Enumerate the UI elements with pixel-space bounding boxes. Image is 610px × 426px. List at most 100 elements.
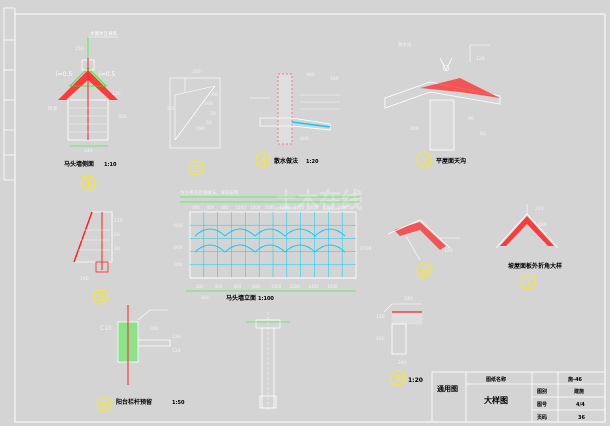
elevation-bottom-tick-label: 1400 [309,284,320,289]
detail-8-title: 阳台栏杆预留 [116,398,152,406]
title-block-drawing-no: 施-46 [567,376,583,383]
detail-3-label-d: 200 [410,126,419,132]
detail-8-label-c: 120 [172,334,181,340]
detail-9-number: 9 [395,374,401,385]
detail-3-label-e: 60 [480,131,486,137]
detail-1-label-e: 砖墙 [48,105,57,112]
detail-2-label-e: 180 [196,126,205,132]
detail-8-scale: 1:50 [172,400,185,406]
detail-2-label-d: 50 [210,111,216,117]
detail-1-number: 1 [85,179,91,190]
detail-3-number: 3 [421,156,427,167]
detail-1-label-h: 240 [84,148,93,154]
title-block-row3-label: 页码 [537,414,547,421]
detail-5-number: 5 [98,293,104,304]
detail-4-label-c: 400 [300,136,309,142]
detail-8-label-a: C10 [100,325,112,332]
detail-3-label-b: 120 [476,56,485,62]
elevation-top-tick-label: 1000 [337,205,348,210]
detail-2: 300 200 160 50 180 50 60 2 [167,69,221,176]
detail-2-label-f: 50 [206,120,212,126]
detail-9: 240 120 420 240 9 1:20 [376,296,423,386]
detail-1-label-a: 水墨纹瓦脊饰 [90,30,117,37]
title-block [431,371,606,423]
detail-4-scale: 1:20 [306,159,319,165]
elevation-bottom-tick-label: 1200 [290,284,301,289]
elevation-top-tick-label: 1000 [308,205,319,210]
detail-7-label-a: 240 [535,206,544,212]
detail-2-label-a: 300 [192,69,201,75]
detail-7-number: 7 [525,278,531,289]
detail-1: 水墨纹瓦脊饰 150 i=0.5 i=0.5 砖墙 120 350 240 马头… [48,30,127,191]
watermark-text: 土木在线 [275,188,363,214]
elevation-left-dim-2: 900 [174,245,183,251]
detail-8-label-d: 120 [172,348,181,354]
title-block-left-label: 通用图 [437,384,458,393]
detail-1-title: 马头墙侧面 [64,160,94,168]
elevation-top-tick-label: 400 [207,205,215,210]
elevation-bottom-tick-label: 400 [215,284,223,289]
title-block-row1-label: 图别 [537,388,547,395]
detail-3-label-a: 防水层 [398,41,412,48]
detail-9-label-d: 240 [398,360,407,366]
elevation-scale: 1:100 [258,296,274,302]
elevation-top-tick-label: 1000 [250,205,261,210]
detail-9-label-c: 420 [376,336,385,342]
elevation-bottom-tick-label: 200 [196,284,204,289]
elevation-bottom-tick-label: 800 [252,284,260,289]
detail-2-label-b: 200 [167,106,176,112]
detail-7: 240 800 坡屋面板外折角大样 7 [495,204,562,290]
detail-5-label-d: 240 [80,276,89,282]
detail-6-label-a: 120 [444,248,453,254]
elevation-title: 马头墙立面 [226,294,256,302]
title-block-row2-label: 图号 [537,401,547,408]
elevation-bottom-tick-label: 1000 [271,284,282,289]
elevation-top-tick-label: 1000 [294,205,305,210]
elevation-bottom-tick-label: 600 [234,284,242,289]
detail-7-title: 坡屋面板外折角大样 [508,262,562,270]
elevation-top-tick-label: 1200 [236,205,247,210]
elevation-bottom-tick-label: 1600 [327,284,338,289]
detail-3: 防水层 120 90 200 60 3 平屋面天沟 [384,41,501,168]
title-block-project-label: 图纸名称 [486,376,506,383]
detail-8-number: 8 [101,400,107,411]
detail-1-label-f: 120 [112,91,121,97]
detail-3-title: 平屋面天沟 [436,157,466,165]
detail-4-number: 4 [260,156,266,167]
detail-8-label-b: 360 [150,326,159,332]
detail-9-scale: 1:20 [408,377,423,384]
detail-4-label-a: 900 [306,72,315,78]
column-drawing [246,312,290,412]
detail-8: C10 360 120 120 8 阳台栏杆预留 1:50 [96,305,185,412]
detail-5-label-b: 60 [114,232,120,238]
detail-1-label-g: 350 [118,114,127,120]
detail-1-label-b: 150 [75,46,84,52]
detail-5-label-a: 120 [114,218,123,224]
title-block-row3-value: 36 [578,415,585,421]
elevation-left-dim-1: 600 [174,223,183,229]
detail-2-number: 2 [193,164,199,175]
elevation-top-tick-label: 1300 [279,205,290,210]
title-block-row1-value: 建施 [573,388,584,395]
elevation-note: 仿古青瓦屋面做法，详施说明 [180,189,239,196]
detail-3-label-c: 90 [468,116,474,122]
detail-2-label-c: 160 [204,101,213,107]
detail-1-label-c: i=0.5 [56,71,72,78]
elevation-top-tick-label: 1200 [323,205,334,210]
elevation-top-tick-label: 800 [221,205,229,210]
detail-5-label-c: 30 [114,246,120,252]
detail-4-title: 散水做法 [274,157,298,165]
detail-6: 120 6 [387,219,460,278]
elevation-right-dim: 2700 [360,246,372,252]
elevation-bottom-left: 300 [200,295,209,301]
detail-9-label-a: 240 [404,296,413,302]
detail-5: 120 60 30 240 5 [73,211,123,305]
detail-4: 900 180 400 4 散水做法 1:20 [250,72,340,168]
detail-9-label-b: 120 [376,314,385,320]
detail-4-label-b: 180 [330,76,339,82]
detail-1-scale: 1:10 [104,162,117,168]
title-block-row2-value: 4/4 [576,402,585,408]
elevation-top-tick-label: 1000 [265,205,276,210]
drawing-border [14,13,606,423]
